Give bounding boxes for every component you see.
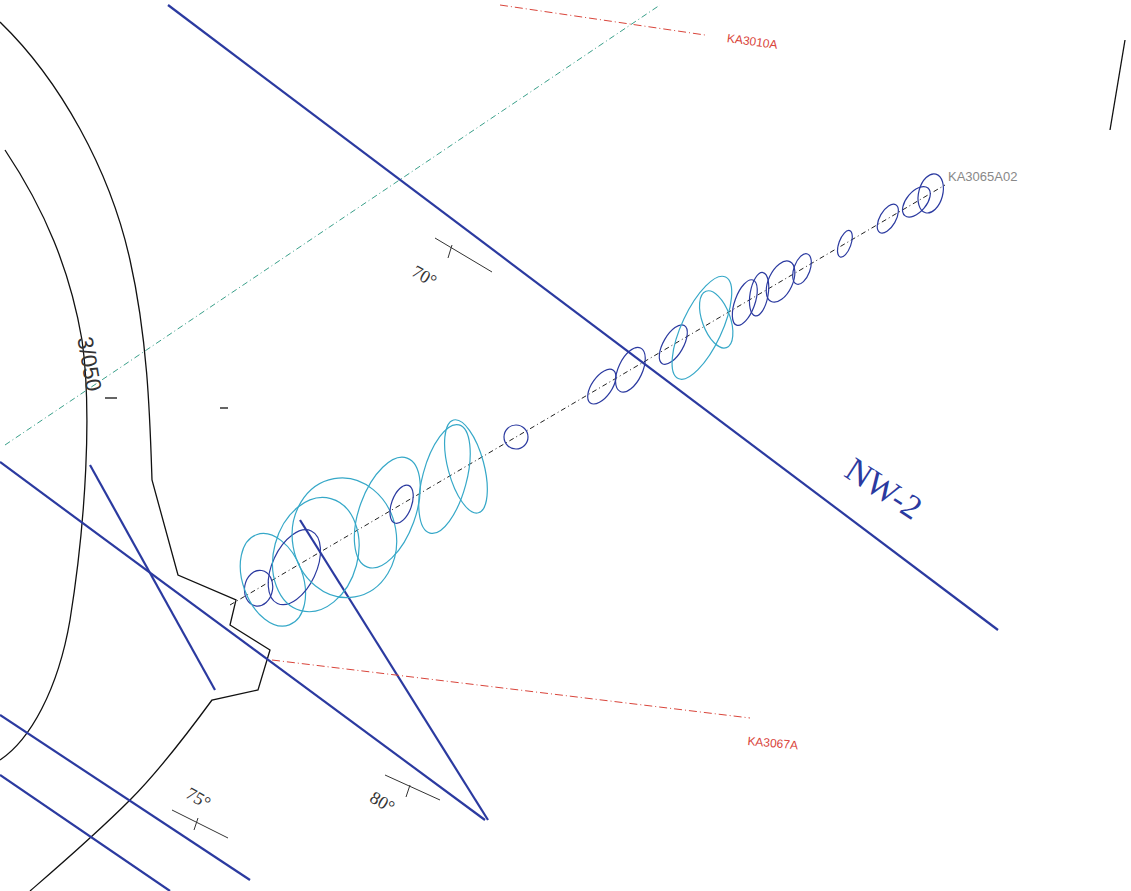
dip-angle: 75°: [183, 784, 214, 812]
dip-tick: [194, 818, 198, 830]
fracture-line: [0, 775, 170, 891]
borehole-traces: [272, 5, 750, 718]
tunnel-wall: [0, 150, 87, 760]
survey-line: [5, 5, 660, 445]
fracture-ellipse: [582, 364, 621, 408]
fracture-ellipse: [609, 343, 651, 397]
edge-stroke: [1110, 40, 1125, 130]
dip-tick: [448, 245, 452, 258]
fracture-line: [0, 715, 250, 880]
fracture-line: [300, 520, 488, 820]
tunnel-wall: [0, 22, 270, 891]
borehole-trace: [500, 5, 705, 35]
borehole-name: KA3065A02: [948, 170, 1017, 183]
dip-tick: [385, 775, 440, 800]
fracture-ellipse: [242, 568, 276, 608]
fracture-ellipse: [789, 251, 815, 287]
dip-angle: 80°: [367, 788, 398, 816]
fracture-ellipse: [897, 182, 935, 222]
fracture-ellipse: [834, 229, 855, 259]
chainage-tick: [105, 397, 117, 398]
fracture-ellipses: [228, 171, 947, 635]
fracture-ellipse: [760, 257, 800, 307]
fracture-lines: [0, 5, 998, 891]
fracture-ellipse: [914, 171, 948, 216]
fracture-ellipse: [228, 524, 317, 635]
fracture-ellipse: [660, 269, 744, 387]
borehole-trace: [272, 660, 750, 718]
dip-tick: [172, 810, 228, 838]
fracture-ellipse: [873, 201, 903, 237]
fracture-ellipse: [727, 277, 762, 329]
fracture-zone: [168, 5, 998, 630]
tunnel-outline: [0, 22, 1125, 891]
fracture-ellipse: [258, 522, 332, 613]
fracture-ellipse: [260, 488, 371, 622]
fracture-ellipse: [283, 470, 406, 606]
chainage-tick: [220, 407, 228, 408]
fracture-line: [0, 462, 485, 820]
dip-tick: [406, 785, 410, 797]
dip-angle: 70°: [409, 262, 440, 290]
fracture-ellipse: [746, 271, 771, 317]
zone-name: NW-2: [839, 452, 927, 526]
borehole-axis: [230, 185, 945, 605]
dip-tick: [435, 238, 492, 272]
fracture-ellipse: [436, 415, 496, 517]
fracture-ellipse: [385, 482, 417, 526]
fracture-ellipse: [504, 425, 528, 449]
borehole-name: KA3067A: [747, 735, 799, 751]
fracture-line: [90, 465, 215, 690]
chainage-label: 3/050: [73, 335, 104, 393]
dip-ticks: [172, 238, 492, 838]
fracture-ellipse: [654, 321, 693, 369]
borehole-name: KA3010A: [726, 32, 778, 51]
